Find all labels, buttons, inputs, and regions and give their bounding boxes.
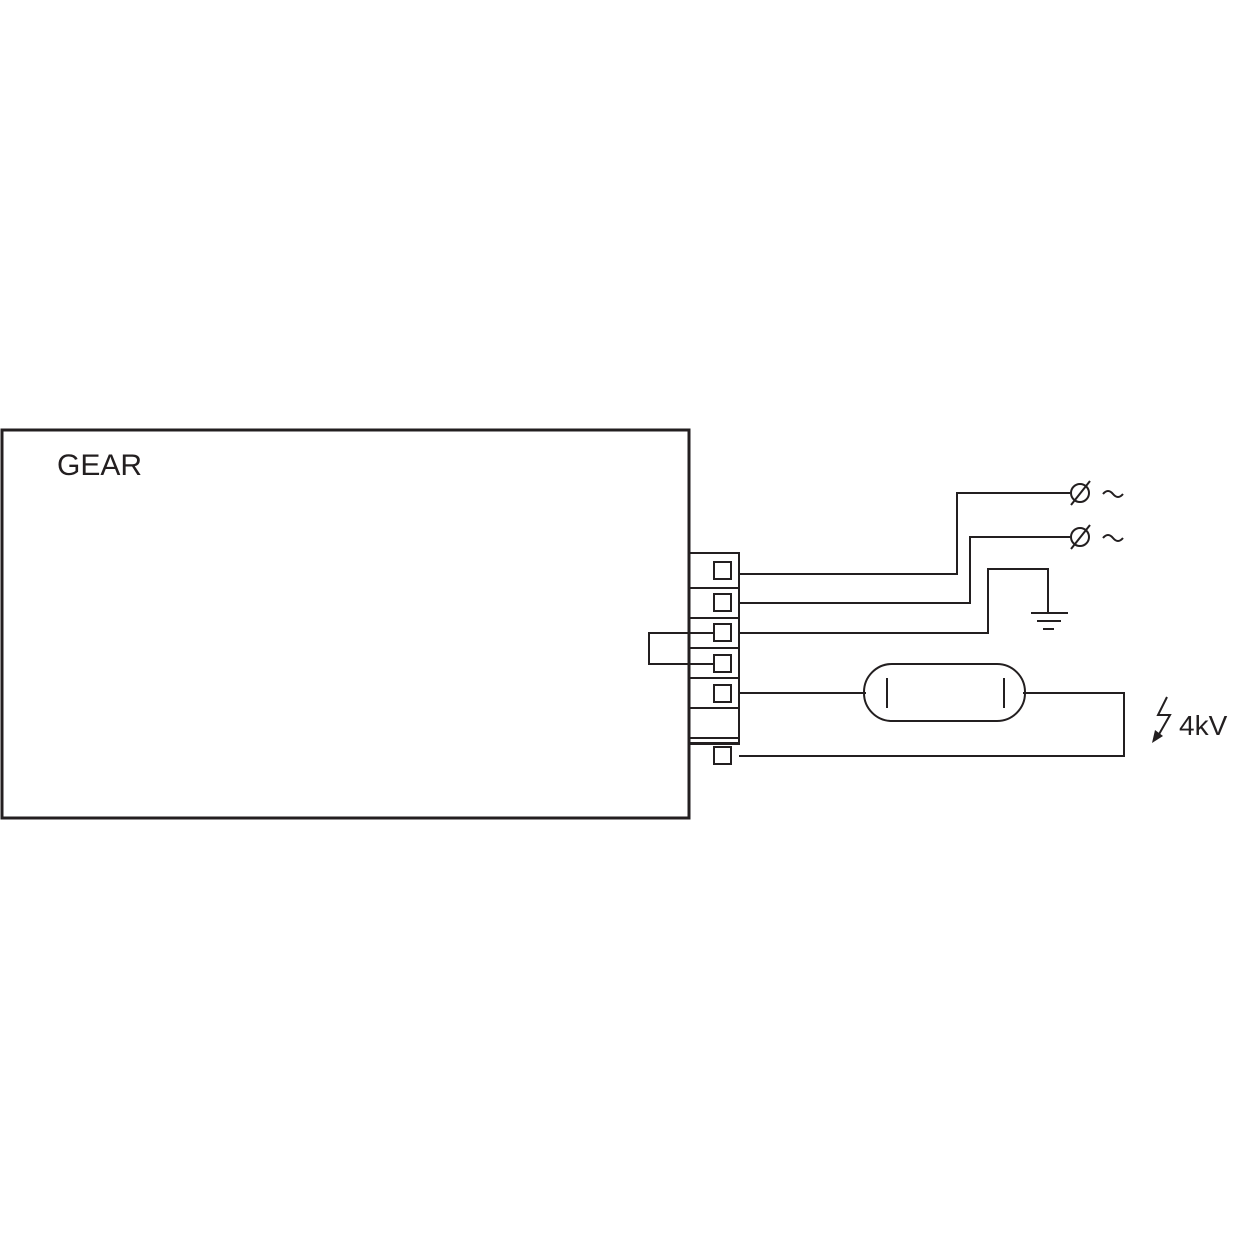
high-voltage-arrow-icon	[1152, 696, 1172, 743]
earth-wire	[739, 568, 1049, 634]
terminal-block	[688, 552, 740, 765]
gear-box	[0, 428, 691, 820]
terminal-block-lower	[688, 737, 740, 745]
terminal-1	[713, 561, 732, 580]
supply-wire-2	[739, 536, 1070, 604]
supply-wire-1	[739, 492, 1070, 575]
terminal-6	[713, 746, 732, 765]
voltage-label: 4kV	[1179, 710, 1228, 741]
gear-label: GEAR	[57, 449, 142, 482]
lamp-wire-right	[739, 692, 1125, 757]
ground-icon	[1031, 612, 1068, 630]
terminal-4	[713, 654, 732, 673]
supply-terminal-icon	[1070, 480, 1124, 506]
jumper-wire	[648, 632, 714, 665]
terminal-5	[713, 684, 732, 703]
lamp-icon	[863, 663, 1026, 722]
terminal-3	[713, 623, 732, 642]
terminal-2	[713, 593, 732, 612]
supply-terminal-icon	[1070, 524, 1124, 550]
